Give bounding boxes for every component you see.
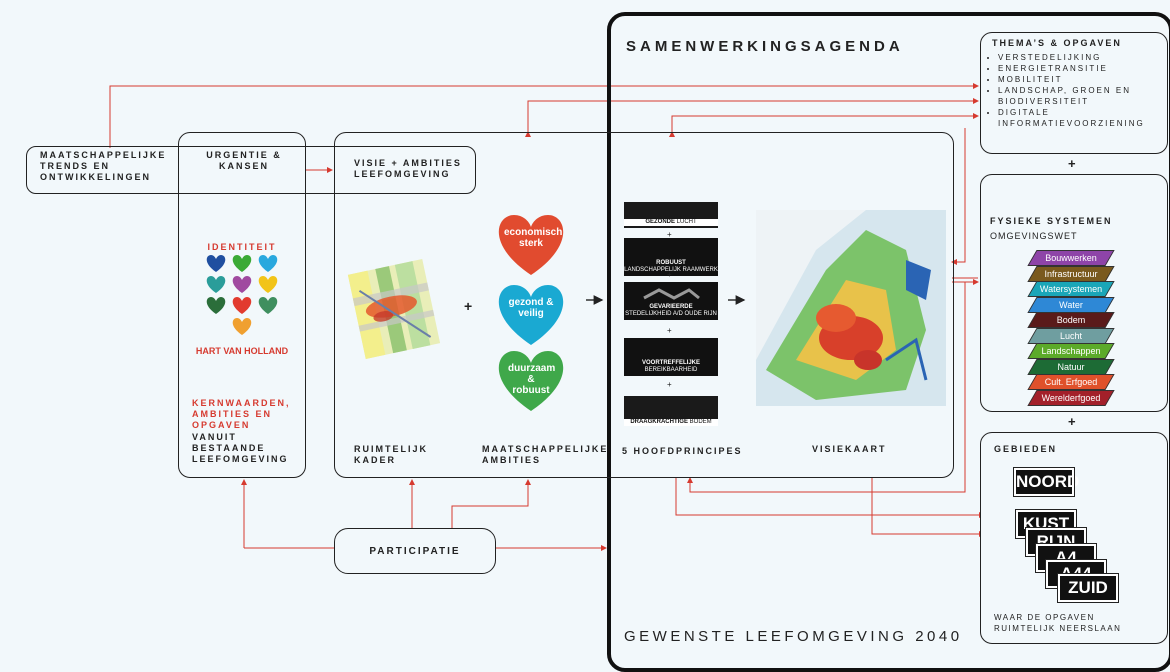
thema-item: VERSTEDELIJKING: [998, 52, 1170, 63]
identiteit-heart: [232, 297, 252, 314]
identiteit-heart: [258, 276, 278, 293]
plus-fysiek-gebieden: +: [1068, 414, 1076, 429]
urgentie-title: URGENTIE & KANSEN: [206, 150, 282, 171]
identiteit-heart: [232, 255, 252, 272]
visie-plus: +: [464, 298, 473, 314]
identiteit-heart: [206, 297, 226, 314]
trends-label: MAATSCHAPPELIJKE TRENDS EN ONTWIKKELINGE…: [40, 150, 167, 182]
fysiek-layer: Lucht: [1027, 327, 1115, 344]
fysiek-layer: Natuur: [1027, 358, 1115, 375]
kernwaarden-label: KERNWAARDEN, AMBITIES EN OPGAVEN: [192, 398, 291, 430]
ruimtelijk-kader-map: [344, 254, 444, 364]
identiteit-heart: [206, 276, 226, 293]
fysiek-layer: Infrastructuur: [1027, 265, 1115, 282]
principle-plus-2: +: [667, 270, 672, 279]
plus-themas-fysiek: +: [1068, 156, 1076, 171]
hoofdprincipes-label: 5 HOOFDPRINCIPES: [622, 446, 743, 456]
gebieden-title: GEBIEDEN: [994, 444, 1058, 454]
heart-economisch-shape: [498, 215, 564, 275]
fysiek-layer: Bodem: [1027, 312, 1115, 328]
heart-economisch-sterk: economisch sterk: [494, 213, 568, 277]
gebieden-footer: WAAR DE OPGAVEN RUIMTELIJK NEERSLAAN: [994, 613, 1122, 633]
participatie-box: [334, 528, 496, 574]
trends-box: [26, 146, 476, 194]
area-tag-noord: NOORD: [1013, 467, 1079, 497]
heart-grid-svg: [206, 255, 278, 335]
thema-item: MOBILITEIT: [998, 74, 1170, 85]
principle-plus-4: +: [667, 380, 672, 389]
identiteit-heart: [258, 297, 278, 314]
heart-gezond-label: gezond & veilig: [508, 297, 554, 319]
visiekaart-map: [756, 210, 946, 406]
visie-title: VISIE + AMBITIES LEEFOMGEVING: [354, 158, 462, 179]
fysiek-layer-label: Infrastructuur: [1044, 268, 1098, 279]
urgentie-box: [178, 132, 306, 478]
fysiek-layer: Cult. Erfgoed: [1027, 374, 1115, 390]
fysiek-layer: Watersystemen: [1027, 281, 1115, 297]
fysiek-layer-label: Werelderfgoed: [1041, 392, 1101, 403]
principle-plus-3: +: [667, 326, 672, 335]
fysiek-layer-label: Water: [1059, 299, 1083, 310]
heart-economisch-label: economisch sterk: [504, 227, 563, 249]
heart-gezond-shape: [498, 285, 564, 345]
themas-box: [980, 32, 1168, 154]
themas-title: THEMA’S & OPGAVEN: [992, 38, 1122, 48]
identiteit-label: IDENTITEIT: [207, 242, 277, 252]
fysiek-layer: Water: [1027, 296, 1115, 313]
themas-list: VERSTEDELIJKING ENERGIETRANSITIE MOBILIT…: [988, 52, 1170, 129]
vanuit-leefomgeving-label: VANUIT BESTAANDE LEEFOMGEVING: [192, 432, 289, 464]
fysiek-layer-label: Landschappen: [1041, 346, 1101, 356]
maatschappelijke-ambities-label: MAATSCHAPPELIJKE AMBITIES: [482, 444, 609, 465]
principle-draagkrachtige-bodem: DRAAGKRACHTIGE BODEM: [624, 396, 718, 426]
thema-item: DIGITALE INFORMATIEVOORZIENING: [998, 107, 1170, 129]
fysiek-title: FYSIEKE SYSTEMEN: [990, 216, 1113, 226]
visiekaart-label: VISIEKAART: [812, 444, 887, 454]
heart-duurzaam-shape: [498, 351, 564, 411]
heart-duurzaam-robuust: duurzaam & robuust: [494, 349, 568, 413]
identiteit-heart: [206, 255, 226, 272]
participatie-label: PARTICIPATIE: [369, 546, 461, 557]
area-tag-zuid: ZUID: [1057, 573, 1119, 603]
fysiek-subtitle: OMGEVINGSWET: [990, 231, 1078, 241]
samenwerkingsagenda-title: SAMENWERKINGSAGENDA: [626, 38, 904, 55]
fysiek-layer: Bouwwerken: [1027, 250, 1115, 266]
heart-gezond-veilig: gezond & veilig: [494, 283, 568, 347]
principle-plus-1: +: [667, 230, 672, 239]
fysiek-layer-label: Natuur: [1057, 361, 1085, 372]
heart-grid: [205, 254, 283, 338]
identiteit-heart: [232, 276, 252, 293]
fysiek-layer-label: Bouwwerken: [1045, 253, 1097, 263]
identiteit-heart: [258, 255, 278, 272]
ruimtelijk-kader-svg: [347, 259, 441, 359]
principle-gezonde-lucht: GEZONDE LUCHT: [624, 202, 718, 228]
identiteit-heart: [232, 318, 252, 335]
fysiek-layer-label: Lucht: [1059, 330, 1083, 341]
ruimtelijk-kader-label: RUIMTELIJK KADER: [354, 444, 428, 465]
thema-item: ENERGIETRANSITIE: [998, 63, 1170, 74]
thema-item: LANDSCHAP, GROEN EN BIODIVERSITEIT: [998, 85, 1170, 107]
fysiek-layer-label: Watersystemen: [1039, 284, 1103, 294]
gewenste-leefomgeving-label: GEWENSTE LEEFOMGEVING 2040: [624, 628, 963, 645]
fysiek-layer-label: Cult. Erfgoed: [1044, 377, 1098, 387]
visie-box: [334, 132, 954, 478]
fysiek-layer-label: Bodem: [1056, 315, 1086, 325]
fysiek-layer: Landschappen: [1027, 343, 1115, 359]
heart-duurzaam-label: duurzaam & robuust: [508, 363, 556, 396]
fysiek-layer: Werelderfgoed: [1027, 389, 1115, 406]
hart-van-holland-label: HART VAN HOLLAND: [195, 346, 289, 356]
